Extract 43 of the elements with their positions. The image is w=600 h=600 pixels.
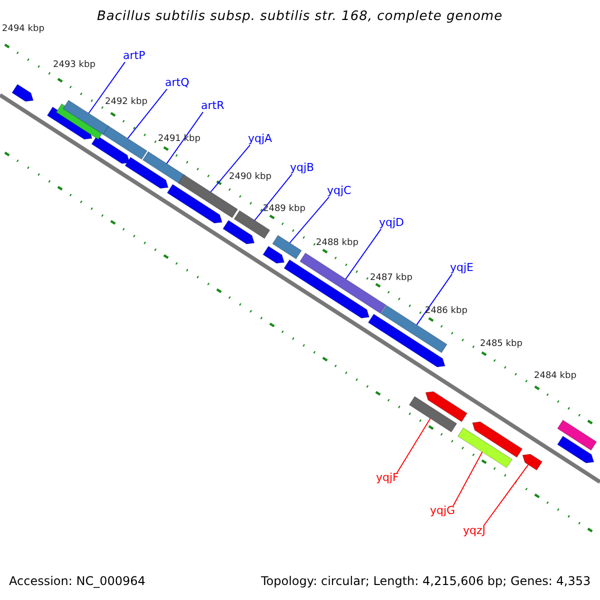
gene-label: yqjD (379, 217, 404, 230)
gene-label: yqjF (376, 472, 399, 484)
gene-feature-bar (102, 126, 148, 160)
leader-line (452, 452, 483, 506)
scale-label: 2487 kbp (370, 274, 412, 284)
scale-label: 2494 kbp (2, 25, 44, 35)
gene-feature-bar (522, 454, 543, 471)
gene-label: yqjA (248, 133, 272, 146)
diagram-title: Bacillus subtilis subsp. subtilis str. 168, complete genome (97, 10, 503, 24)
scale-label: 2490 kbp (229, 173, 272, 183)
genome-info-text: Topology: circular; Length: 4,215,606 bp; Genes: 4,353 (261, 575, 591, 588)
gene-label: artP (123, 50, 146, 62)
leader-line (166, 112, 204, 164)
gene-label: yqzJ (463, 525, 486, 538)
scale-label: 2485 kbp (480, 340, 522, 350)
gene-feature-bar (408, 396, 458, 432)
leader-line (210, 144, 250, 192)
accession-text: Accession: NC_000964 (9, 575, 146, 588)
leader-line (483, 464, 529, 526)
gene-label: artQ (165, 77, 190, 90)
leader-line (254, 174, 292, 221)
gene-label: yqjE (450, 262, 474, 274)
scale-label: 2484 kbp (534, 372, 576, 382)
gene-feature-bar (142, 151, 186, 184)
leader-line (127, 88, 168, 139)
gene-label: artR (201, 100, 224, 112)
gene-feature-bar (458, 428, 512, 468)
scale-label: 2489 kbp (263, 205, 306, 215)
gene-label: yqjB (290, 162, 314, 174)
gene-feature-bar (380, 304, 448, 354)
leader-line (416, 274, 452, 326)
scale-label: 2491 kbp (158, 135, 200, 145)
scale-label: 2493 kbp (53, 61, 96, 71)
gene-label: yqjC (327, 185, 352, 198)
scale-label: 2488 kbp (316, 239, 358, 249)
leader-line (289, 196, 330, 244)
gene-feature-bar (234, 210, 270, 239)
leader-line (345, 228, 382, 280)
scale-label: 2486 kbp (425, 307, 468, 317)
gene-label: yqjG (430, 505, 456, 518)
gene-feature-bar (272, 234, 302, 260)
leader-line (88, 62, 126, 114)
scale-label: 2492 kbp (105, 98, 148, 108)
